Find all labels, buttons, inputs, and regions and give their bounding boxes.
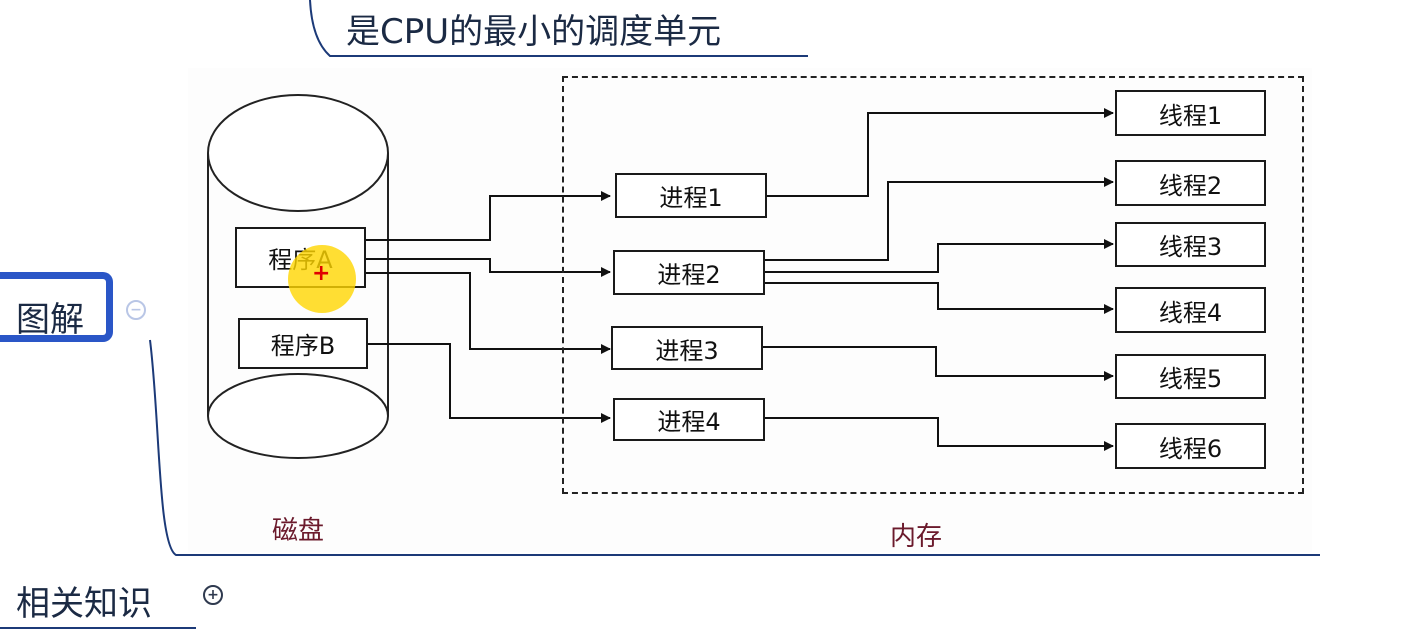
mindmap-node-related-knowledge[interactable]: 相关知识 <box>16 584 152 624</box>
mindmap-node-diagram-label[interactable]: 图解 <box>16 300 84 340</box>
edge-process1-thread1 <box>766 108 1114 197</box>
thread-6-box: 线程6 <box>1115 423 1266 469</box>
edge-program-a-process3 <box>365 272 611 354</box>
disk-cylinder-icon <box>207 94 389 459</box>
top-node-underline <box>309 0 808 57</box>
program-b-box: 程序B <box>238 318 368 369</box>
thread-5-box: 线程5 <box>1115 354 1266 399</box>
mindmap-node-scheduling-unit[interactable]: 是CPU的最小的调度单元 <box>346 12 722 52</box>
thread-2-box: 线程2 <box>1115 160 1266 206</box>
edge-program-a-process2 <box>365 258 611 277</box>
diagram-node-branch <box>149 339 1320 556</box>
process-4-box: 进程4 <box>613 398 765 441</box>
edge-process4-thread6 <box>764 417 1114 451</box>
collapse-icon[interactable]: − <box>126 300 146 320</box>
edge-process2-thread3 <box>764 239 1114 273</box>
process-3-box: 进程3 <box>611 326 763 370</box>
thread-4-box: 线程4 <box>1115 287 1266 333</box>
edge-process2-thread2 <box>764 177 1114 261</box>
edge-process2-thread4 <box>764 282 1114 314</box>
cursor-crosshair-icon: + <box>312 261 331 286</box>
process-thread-diagram: 程序A 程序B 进程1 进程2 进程3 进程4 线程1 线程2 线程3 线程4 … <box>188 68 1312 552</box>
process-1-box: 进程1 <box>615 173 767 218</box>
mindmap-node-diagram-selected[interactable] <box>0 272 113 342</box>
edge-program-a-process1 <box>365 191 611 241</box>
edge-program-b-process4 <box>368 343 611 423</box>
disk-caption: 磁盘 <box>272 516 325 546</box>
memory-caption: 内存 <box>890 522 943 552</box>
edge-process3-thread5 <box>762 346 1114 381</box>
thread-3-box: 线程3 <box>1115 222 1266 267</box>
process-2-box: 进程2 <box>613 250 765 295</box>
diagram-graphics <box>207 94 1114 459</box>
thread-1-box: 线程1 <box>1115 90 1266 136</box>
cursor-highlight <box>288 245 356 313</box>
expand-icon[interactable]: + <box>203 585 223 605</box>
memory-region-frame <box>562 76 1304 494</box>
